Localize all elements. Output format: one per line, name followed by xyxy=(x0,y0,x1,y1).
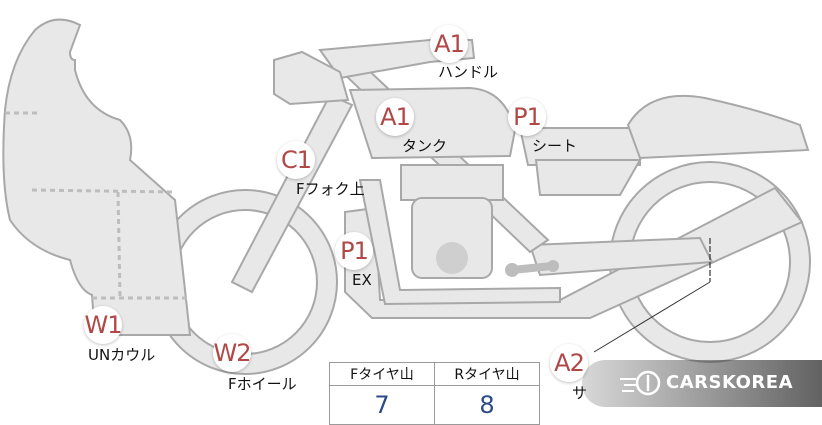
rear-tire-value: 8 xyxy=(434,385,540,425)
front-fork xyxy=(230,93,354,294)
part-label-exhaust: EX xyxy=(352,271,372,289)
front-tire-value: 7 xyxy=(329,385,435,425)
watermark-text: CARSKOREA xyxy=(666,372,793,393)
tail xyxy=(626,94,810,160)
part-badge-rear: A2 xyxy=(550,344,588,382)
headlight xyxy=(273,50,350,106)
tire-depth-table: Fタイヤ山 Rタイヤ山 7 8 xyxy=(329,362,540,425)
marker-line-diagonal xyxy=(593,281,711,353)
part-badge-exhaust: P1 xyxy=(335,232,373,270)
fairing xyxy=(2,18,192,336)
part-badge-tank: A1 xyxy=(376,98,414,136)
part-badge-wheel: W2 xyxy=(213,334,252,372)
rear-tire-header: Rタイヤ山 xyxy=(434,362,540,386)
peg xyxy=(505,263,519,277)
engine-cover xyxy=(436,242,468,274)
part-badge-fork: C1 xyxy=(277,141,315,179)
part-label-cowl: UNカウル xyxy=(88,346,156,364)
fairing-panel-line-2 xyxy=(31,188,176,194)
part-badge-seat: P1 xyxy=(508,98,546,136)
side-cover xyxy=(534,159,642,196)
peg-2 xyxy=(547,260,559,272)
watermark-banner xyxy=(582,360,822,407)
frame-lower xyxy=(358,179,561,306)
front-tire-header: Fタイヤ山 xyxy=(329,362,435,386)
carskorea-logo-icon xyxy=(620,370,661,396)
part-label-tank: タンク xyxy=(402,137,448,155)
engine-block xyxy=(411,197,493,279)
part-label-wheel: Fホイール xyxy=(228,375,297,393)
part-badge-cowl: W1 xyxy=(84,306,123,344)
seat xyxy=(518,127,641,166)
part-label-handle: ハンドル xyxy=(438,63,499,81)
engine-cylinder xyxy=(400,164,504,201)
part-label-fork: Fフォク上 xyxy=(296,180,365,198)
part-badge-handle: A1 xyxy=(430,25,468,63)
part-label-seat: シート xyxy=(532,137,578,155)
